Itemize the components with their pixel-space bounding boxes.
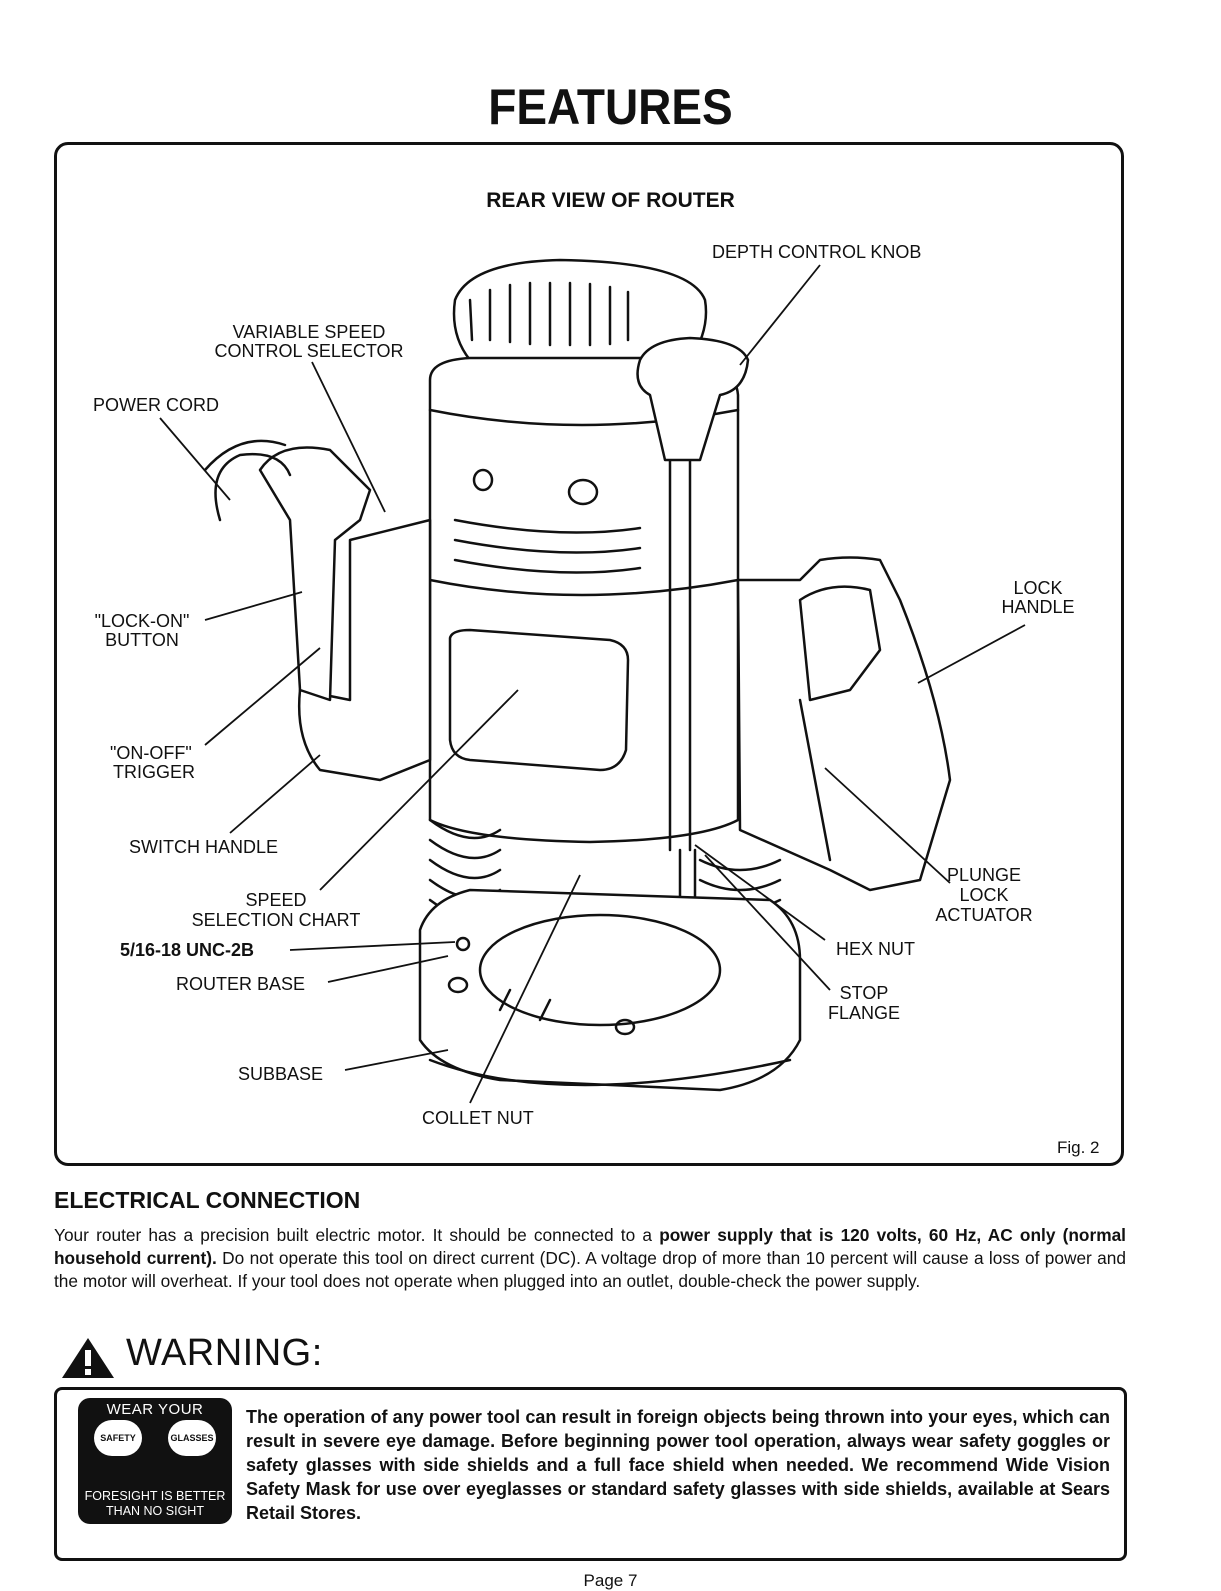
- figure-frame: [54, 142, 1124, 1166]
- label-unc-thread: 5/16-18 UNC-2B: [120, 940, 255, 960]
- label-hex-nut: HEX NUT: [836, 939, 916, 959]
- badge-goggle-right: GLASSES: [168, 1420, 216, 1456]
- electrical-text-bold: power supply that is 120 volts, 60 Hz, A…: [54, 1225, 1126, 1268]
- electrical-text-2: Do not operate this tool on direct curre…: [54, 1248, 1126, 1291]
- label-speed-chart-line1: SPEED: [245, 890, 307, 910]
- label-speed-chart-line2: SELECTION CHART: [191, 910, 361, 930]
- warning-title: WARNING:: [126, 1332, 323, 1374]
- badge-goggle-left: SAFETY: [94, 1420, 142, 1456]
- label-depth-control-knob: DEPTH CONTROL KNOB: [712, 242, 922, 262]
- electrical-text-1: Your router has a precision built electr…: [54, 1225, 660, 1245]
- figure-subtitle: REAR VIEW OF ROUTER: [486, 189, 735, 212]
- label-lock-handle-line2: HANDLE: [1001, 597, 1075, 617]
- figure-number: Fig. 2: [1057, 1138, 1100, 1157]
- label-subbase: SUBBASE: [238, 1064, 324, 1084]
- label-stop-line2: FLANGE: [827, 1003, 901, 1023]
- page-title: FEATURES: [488, 79, 733, 135]
- label-stop-line1: STOP: [839, 983, 889, 1003]
- label-lock-handle-line1: LOCK: [1013, 578, 1063, 598]
- safety-glasses-badge: WEAR YOUR SAFETY GLASSES FORESIGHT IS BE…: [78, 1398, 232, 1524]
- label-plunge-line1: PLUNGE: [946, 865, 1022, 885]
- warning-triangle-icon: [62, 1338, 114, 1378]
- section-heading-electrical: ELECTRICAL CONNECTION: [54, 1187, 361, 1213]
- label-on-off-line1: "ON-OFF": [110, 743, 192, 763]
- label-on-off-line2: TRIGGER: [113, 762, 196, 782]
- badge-bottom-line2: THAN NO SIGHT: [106, 1504, 204, 1518]
- label-variable-speed-line1: VARIABLE SPEED: [232, 322, 386, 342]
- warning-text: The operation of any power tool can resu…: [246, 1407, 1110, 1523]
- label-router-base: ROUTER BASE: [176, 974, 306, 994]
- label-switch-handle: SWITCH HANDLE: [129, 837, 279, 857]
- label-lock-on-line1: "LOCK-ON": [94, 611, 190, 631]
- label-plunge-line2: LOCK: [959, 885, 1009, 905]
- electrical-paragraph: Your router has a precision built electr…: [54, 1224, 1126, 1293]
- label-lock-on-line2: BUTTON: [105, 630, 179, 650]
- warning-frame: [54, 1387, 1127, 1561]
- badge-top-text: WEAR YOUR: [106, 1401, 204, 1418]
- label-power-cord: POWER CORD: [93, 395, 219, 415]
- label-variable-speed-line2: CONTROL SELECTOR: [214, 341, 404, 361]
- page-number: Page 7: [583, 1571, 638, 1590]
- badge-bottom-line1: FORESIGHT IS BETTER: [84, 1489, 226, 1503]
- label-collet-nut: COLLET NUT: [422, 1108, 534, 1128]
- label-plunge-line3: ACTUATOR: [935, 905, 1033, 925]
